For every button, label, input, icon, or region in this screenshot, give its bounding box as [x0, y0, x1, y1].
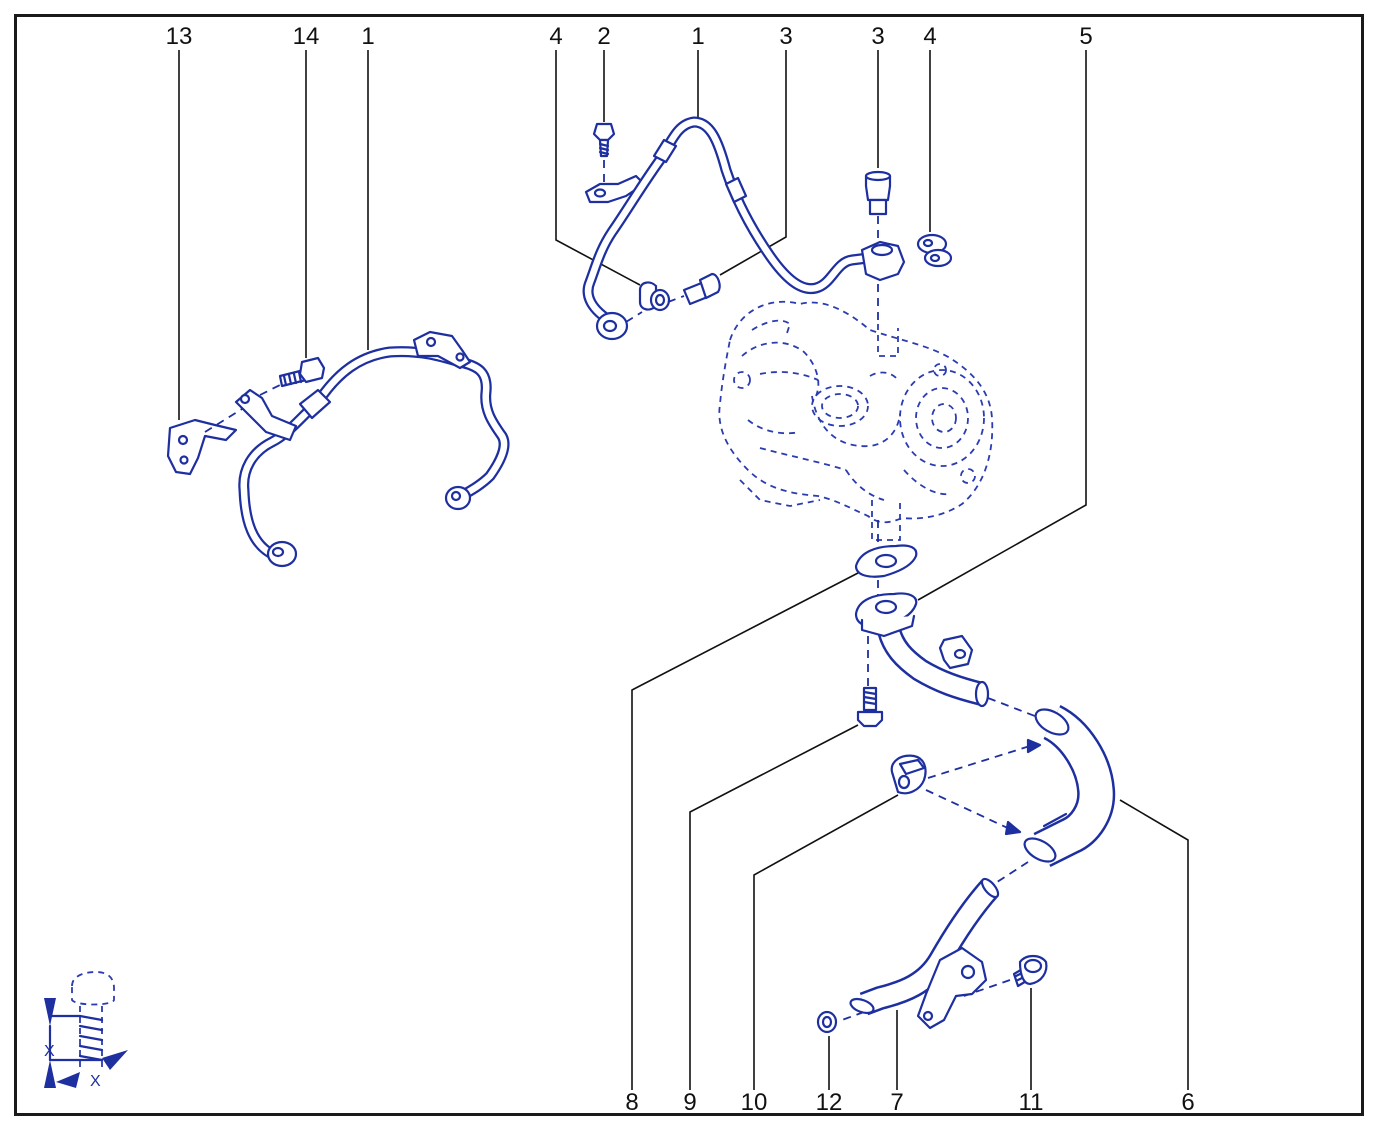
- pipe-flange-left: [234, 388, 298, 442]
- washers-4-right: [916, 233, 953, 268]
- callout-1-left: 1: [361, 23, 374, 50]
- leader-9: [689, 724, 859, 1090]
- thread-lock-symbol: X X: [44, 971, 128, 1090]
- callout-6: 6: [1181, 1089, 1194, 1116]
- callout-3-top: 3: [779, 23, 792, 50]
- bolt-14: [278, 356, 326, 388]
- bolt-14-alignment: [259, 383, 283, 396]
- oil-pipe-1-top: [582, 116, 874, 328]
- bolt-9: [856, 636, 884, 728]
- callout-10: 10: [741, 1089, 768, 1116]
- pipe-7-upper-end: [980, 877, 1000, 899]
- pipe-sleeve-left: [298, 388, 332, 420]
- callout-2: 2: [597, 23, 610, 50]
- callout-7: 7: [890, 1089, 903, 1116]
- bracket-13-hole: [177, 434, 189, 446]
- hose-6: [1023, 705, 1116, 867]
- bracket-13-hole-2: [179, 455, 189, 465]
- return-pipe-flange-edge: [860, 614, 916, 638]
- banjo-bolt-3-right: [864, 170, 892, 216]
- turbocharger-phantom: [718, 300, 994, 541]
- oil-return-pipe-5: [854, 592, 990, 708]
- hose-6-lower-end: [1023, 837, 1057, 863]
- leader-10: [753, 794, 899, 1090]
- bolt-11: [1012, 954, 1048, 988]
- top-pipe-sleeve-2: [724, 176, 748, 204]
- top-left-alignment-2: [667, 295, 685, 303]
- callout-5: 5: [1079, 23, 1092, 50]
- leader-8: [631, 572, 859, 1090]
- thread-dimension-label-x-vertical: X: [44, 1043, 55, 1060]
- leader-lines: [178, 50, 1189, 1090]
- oil-return-pipe-7: [849, 877, 1000, 1030]
- top-left-alignment: [625, 311, 643, 323]
- callout-8: 8: [625, 1089, 638, 1116]
- return-pipe-end: [974, 680, 990, 708]
- callout-labels: 13 14 1 4 2 1 3 3 4 5 8 9 10 12 7 11 6: [166, 23, 1195, 1116]
- thread-dimension-label-x-horizontal: X: [90, 1073, 101, 1090]
- callout-11: 11: [1019, 1089, 1044, 1116]
- leader-4-top: [555, 50, 641, 286]
- callout-3-right: 3: [871, 23, 884, 50]
- bracket-13: [166, 418, 238, 476]
- leader-6: [1119, 799, 1189, 1090]
- leader-5: [917, 50, 1087, 601]
- callout-4-top: 4: [549, 23, 562, 50]
- drawing-frame: [14, 14, 1364, 1116]
- left-oil-pipe-assembly: [166, 330, 510, 568]
- washers-4-left: [638, 281, 671, 312]
- clamp-10: [890, 754, 927, 795]
- banjo-bolt-3-left: [682, 272, 721, 306]
- callout-13: 13: [166, 23, 193, 50]
- assembly-dash-lines: [841, 697, 1042, 1021]
- callout-12: 12: [816, 1089, 843, 1116]
- pipe-7-lower-end: [849, 997, 875, 1015]
- callout-4-right: 4: [923, 23, 936, 50]
- callout-9: 9: [683, 1089, 696, 1116]
- top-oil-pipe-assembly: [582, 116, 953, 341]
- leader-3-top: [719, 50, 787, 276]
- callout-1-top: 1: [691, 23, 704, 50]
- top-pipe-sleeve-1: [652, 138, 678, 164]
- callout-14: 14: [293, 23, 320, 50]
- gasket-8: [854, 544, 918, 578]
- hose-6-upper-end: [1034, 708, 1070, 736]
- bolt-2: [592, 122, 616, 158]
